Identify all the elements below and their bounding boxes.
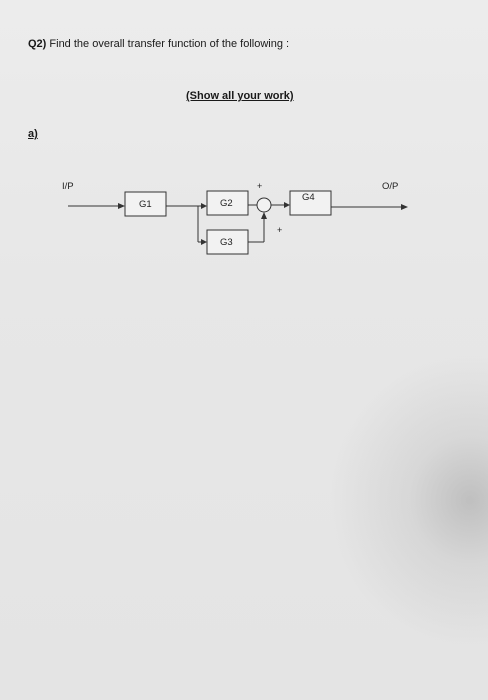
input-label: I/P (62, 181, 74, 192)
block-g1-label: G1 (139, 199, 152, 210)
output-label: O/P (382, 181, 398, 192)
block-g3-label: G3 (220, 237, 233, 248)
g3-feed-arrowhead (261, 212, 267, 219)
summing-junction (256, 197, 272, 213)
block-g2 (206, 190, 249, 216)
question-number: Q2) (28, 38, 47, 50)
question-line: Q2) Find the overall transfer function o… (28, 38, 289, 50)
summing-sign-top: + (257, 181, 262, 191)
part-a-label: a) (28, 128, 38, 140)
g2-input-arrowhead (201, 203, 207, 209)
show-work-instruction: (Show all your work) (186, 90, 294, 102)
block-g3 (206, 229, 249, 255)
input-arrowhead (118, 203, 125, 209)
question-text: Find the overall transfer function of th… (49, 38, 290, 50)
g3-input-arrowhead (201, 239, 207, 245)
output-arrowhead (401, 204, 408, 210)
block-g4-label: G4 (302, 192, 315, 203)
block-g1 (124, 191, 167, 217)
block-g4 (289, 190, 332, 216)
g4-input-arrowhead (284, 202, 290, 208)
summing-sign-bottom: + (277, 225, 282, 235)
block-g2-label: G2 (220, 198, 233, 209)
